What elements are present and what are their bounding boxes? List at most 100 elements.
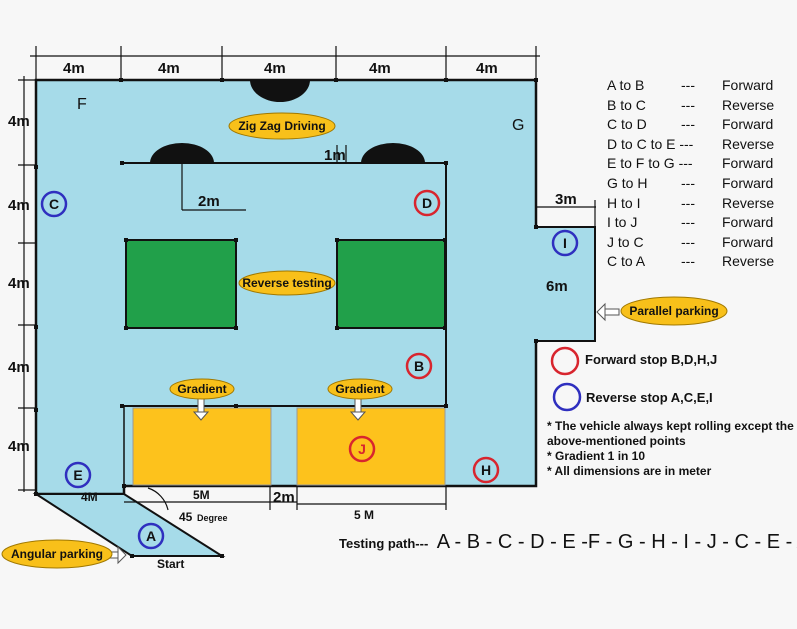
dim-top-1: 4m [63, 60, 85, 77]
dim-45: 45 [179, 510, 193, 524]
stop-e-label: E [73, 467, 82, 483]
left-dimension-line [18, 76, 36, 492]
legend-from-9: C to A [607, 253, 646, 270]
legend-from-6: H to I [607, 194, 641, 211]
dim-left-4: 4m [8, 359, 30, 376]
stop-a-label: A [146, 528, 156, 544]
dim-3m: 3m [555, 191, 577, 208]
legend-reverse-circle [552, 382, 582, 412]
legend-dash-9: --- [681, 253, 695, 270]
legend-dash-5: --- [681, 175, 695, 191]
legend-from-5: G to H [607, 175, 648, 191]
legend-from-7: I to J [607, 214, 638, 231]
parallel-parking-bay [535, 226, 596, 342]
legend-from-8: J to C [607, 233, 644, 250]
reverse-box-left [125, 239, 237, 329]
obstacle-mid-left [150, 143, 214, 163]
legend-dash-7: --- [681, 214, 695, 231]
legend-direction-2: Forward [722, 116, 774, 133]
notes: * The vehicle always kept rolling except… [547, 419, 795, 479]
obstacle-mid-right [361, 143, 425, 163]
legend-direction-0: Forward [722, 77, 774, 93]
gradient-badge-right [327, 378, 393, 400]
stop-a-circle [137, 522, 165, 550]
dim-1m: 1m [324, 147, 346, 164]
gradient-ramp-right [296, 407, 446, 486]
reverse-testing-label: Reverse testing [242, 276, 331, 290]
start-label: Start [157, 557, 184, 571]
gradient-arrow-right [349, 397, 367, 421]
legend-from-4: E to F to G --- [607, 155, 693, 172]
testing-path-label: Testing path--- [339, 536, 429, 551]
legend-from-1: B to C [607, 96, 646, 113]
stop-i-circle [551, 229, 579, 257]
legend-dash-0: --- [681, 77, 695, 93]
note-dimensions: * All dimensions are in meter [547, 464, 712, 478]
region-f-label: F [77, 96, 87, 113]
gradient-badge-left [169, 378, 235, 400]
stop-h-circle [472, 456, 500, 484]
zigzag-badge [228, 112, 336, 140]
angular-parking-badge [1, 539, 113, 569]
stop-e-circle [64, 461, 92, 489]
dim-2m: 2m [198, 193, 220, 210]
legend-from-3: D to C to E --- [607, 135, 694, 152]
top-dimension-line [30, 46, 540, 80]
legend-direction-7: Forward [722, 214, 774, 231]
legend-from-0: A to B [607, 77, 645, 93]
bottom-dimension-lines [124, 486, 447, 511]
dim-bottom-5M: 5M [193, 488, 210, 502]
testing-path-sequence: A - B - C - D - E -F - G - H - I - J - C… [436, 531, 797, 553]
note-gradient: * Gradient 1 in 10 [547, 449, 646, 463]
stop-c-circle [40, 190, 68, 218]
reverse-stop-key: Reverse stop A,C,E,I [586, 390, 713, 405]
dim-left-1: 4m [8, 113, 30, 130]
legend-direction-8: Forward [722, 233, 774, 250]
stop-c-label: C [49, 196, 59, 212]
obstacle-top [250, 80, 310, 102]
dim-bottom-5M-2: 5 M [354, 508, 374, 522]
stop-d-label: D [422, 195, 432, 211]
reverse-box-right [336, 239, 446, 329]
gradient-right-label: Gradient [335, 382, 384, 396]
legend-direction-3: Reverse [722, 135, 775, 152]
legend-direction-4: Forward [722, 155, 774, 172]
dim-left-5: 4m [8, 438, 30, 455]
legend-dash-2: --- [681, 116, 695, 133]
legend-dash-6: --- [681, 194, 695, 211]
reverse-testing-badge [238, 270, 336, 296]
stop-j-circle [348, 435, 376, 463]
legend-dash-8: --- [681, 233, 695, 250]
stop-b-circle [405, 352, 433, 380]
stop-j-label: J [358, 441, 366, 457]
dim-left-2: 4m [8, 197, 30, 214]
legend-dash-1: --- [681, 96, 695, 113]
dim-bottom-2m: 2m [273, 489, 295, 506]
parallel-parking-badge [620, 296, 728, 326]
gradient-ramp-left [132, 407, 272, 486]
parallel-parking-label: Parallel parking [629, 304, 718, 318]
dim-top-4: 4m [369, 60, 391, 77]
legend-direction-6: Reverse [722, 194, 775, 211]
dim-6m: 6m [546, 278, 568, 295]
dim-bottom-4M: 4M [81, 490, 98, 504]
stop-h-label: H [481, 462, 491, 478]
dim-left-3: 4m [8, 275, 30, 292]
zigzag-label: Zig Zag Driving [238, 119, 325, 133]
angular-parking-label: Angular parking [11, 547, 103, 561]
testing-path: Testing path--- A - B - C - D - E -F - G… [339, 531, 797, 554]
legend-forward-circle [550, 346, 580, 376]
legend-direction-5: Forward [722, 175, 774, 191]
parallel-parking-arrow [596, 302, 620, 322]
stop-b-label: B [414, 358, 424, 374]
dim-top-5: 4m [476, 60, 498, 77]
dim-degree: Degree [197, 513, 228, 523]
dim-top-2: 4m [158, 60, 180, 77]
stop-d-circle [413, 189, 441, 217]
note-rolling: * The vehicle always kept rolling except… [547, 419, 794, 448]
forward-stop-key: Forward stop B,D,H,J [585, 352, 718, 367]
region-g-label: G [512, 117, 524, 134]
stop-i-label: I [563, 235, 567, 251]
legend-direction-1: Reverse [722, 96, 775, 113]
